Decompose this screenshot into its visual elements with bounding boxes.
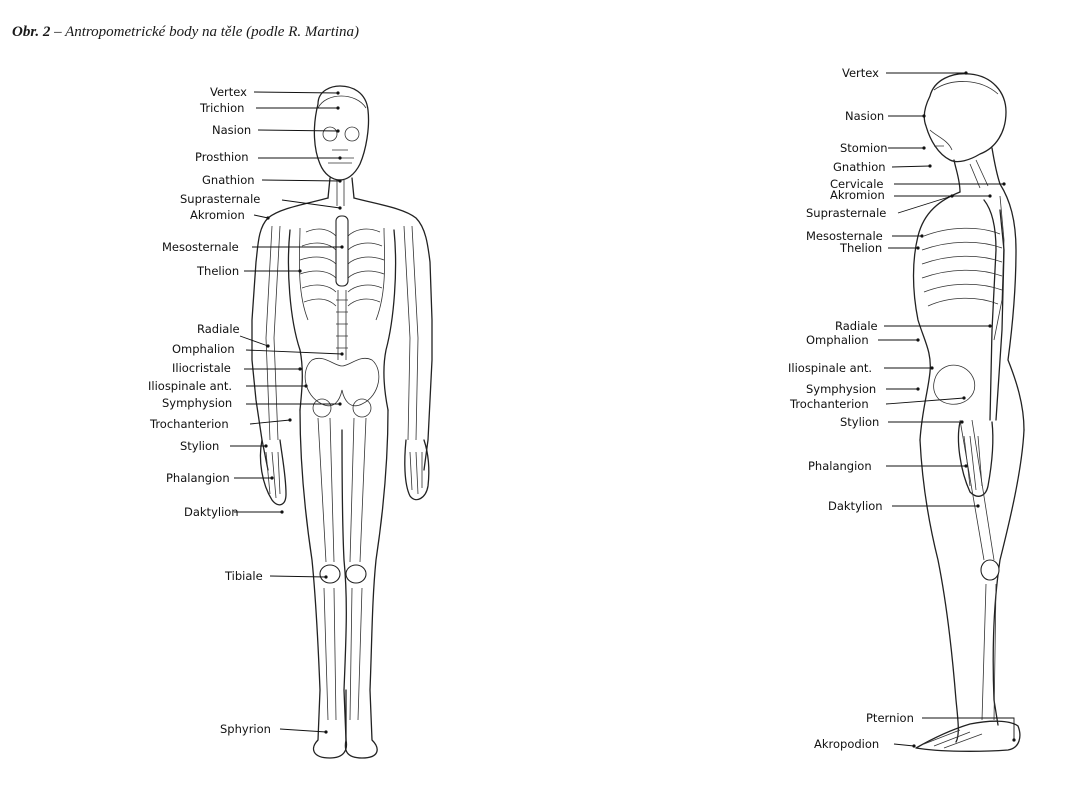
- side-label-daktylion: Daktylion: [828, 499, 883, 513]
- front-label-stylion: Stylion: [180, 439, 219, 453]
- front-label-trichion: Trichion: [199, 101, 244, 115]
- front-label-iliocristale: Iliocristale: [172, 361, 231, 375]
- side-label-symphysion: Symphysion: [806, 382, 876, 396]
- front-figure: [252, 86, 432, 758]
- front-label-omphalion: Omphalion: [172, 342, 235, 356]
- front-label-phalangion: Phalangion: [166, 471, 230, 485]
- front-label-prosthion: Prosthion: [195, 150, 249, 164]
- front-label-iliospinale-ant: Iliospinale ant.: [148, 379, 232, 393]
- front-label-thelion: Thelion: [196, 264, 239, 278]
- side-label-akropodion: Akropodion: [814, 737, 879, 751]
- side-label-akromion: Akromion: [830, 188, 885, 202]
- side-label-suprasternale: Suprasternale: [806, 206, 886, 220]
- front-label-gnathion: Gnathion: [202, 173, 255, 187]
- front-label-akromion: Akromion: [190, 208, 245, 222]
- front-label-sphyrion: Sphyrion: [220, 722, 271, 736]
- side-label-thelion: Thelion: [839, 241, 882, 255]
- front-label-symphysion: Symphysion: [162, 396, 232, 410]
- front-label-daktylion: Daktylion: [184, 505, 239, 519]
- front-label-vertex: Vertex: [210, 85, 247, 99]
- side-label-stomion: Stomion: [840, 141, 888, 155]
- front-label-radiale: Radiale: [197, 322, 240, 336]
- side-label-radiale: Radiale: [835, 319, 878, 333]
- front-label-suprasternale: Suprasternale: [180, 192, 260, 206]
- side-label-phalangion: Phalangion: [808, 459, 872, 473]
- side-label-vertex: Vertex: [842, 66, 879, 80]
- side-label-iliospinale-ant: Iliospinale ant.: [788, 361, 872, 375]
- side-figure: [914, 74, 1025, 752]
- side-label-stylion: Stylion: [840, 415, 879, 429]
- side-label-nasion: Nasion: [845, 109, 884, 123]
- front-label-mesosternale: Mesosternale: [162, 240, 239, 254]
- front-label-trochanterion: Trochanterion: [149, 417, 229, 431]
- side-label-pternion: Pternion: [866, 711, 914, 725]
- side-label-gnathion: Gnathion: [833, 160, 886, 174]
- front-labels: Vertex Trichion Nasion Prosthion Gnathio…: [148, 85, 344, 736]
- side-labels: Vertex Nasion Stomion Gnathion Cervicale…: [788, 66, 1016, 751]
- side-label-omphalion: Omphalion: [806, 333, 869, 347]
- front-label-tibiale: Tibiale: [224, 569, 263, 583]
- side-label-trochanterion: Trochanterion: [789, 397, 869, 411]
- front-label-nasion: Nasion: [212, 123, 251, 137]
